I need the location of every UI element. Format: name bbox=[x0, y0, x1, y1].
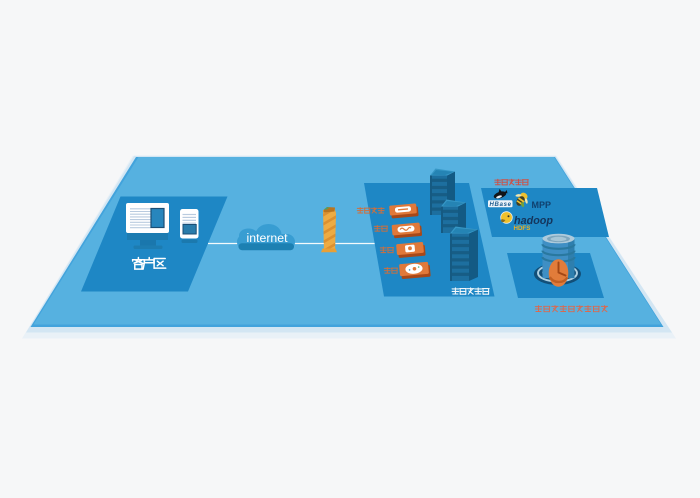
svg-text:HBase: HBase bbox=[490, 202, 512, 208]
svg-text:HDFS: HDFS bbox=[514, 225, 531, 232]
svg-text:hadoop: hadoop bbox=[514, 215, 553, 227]
svg-text:MPP: MPP bbox=[532, 200, 552, 210]
svg-text:internet: internet bbox=[247, 231, 289, 245]
